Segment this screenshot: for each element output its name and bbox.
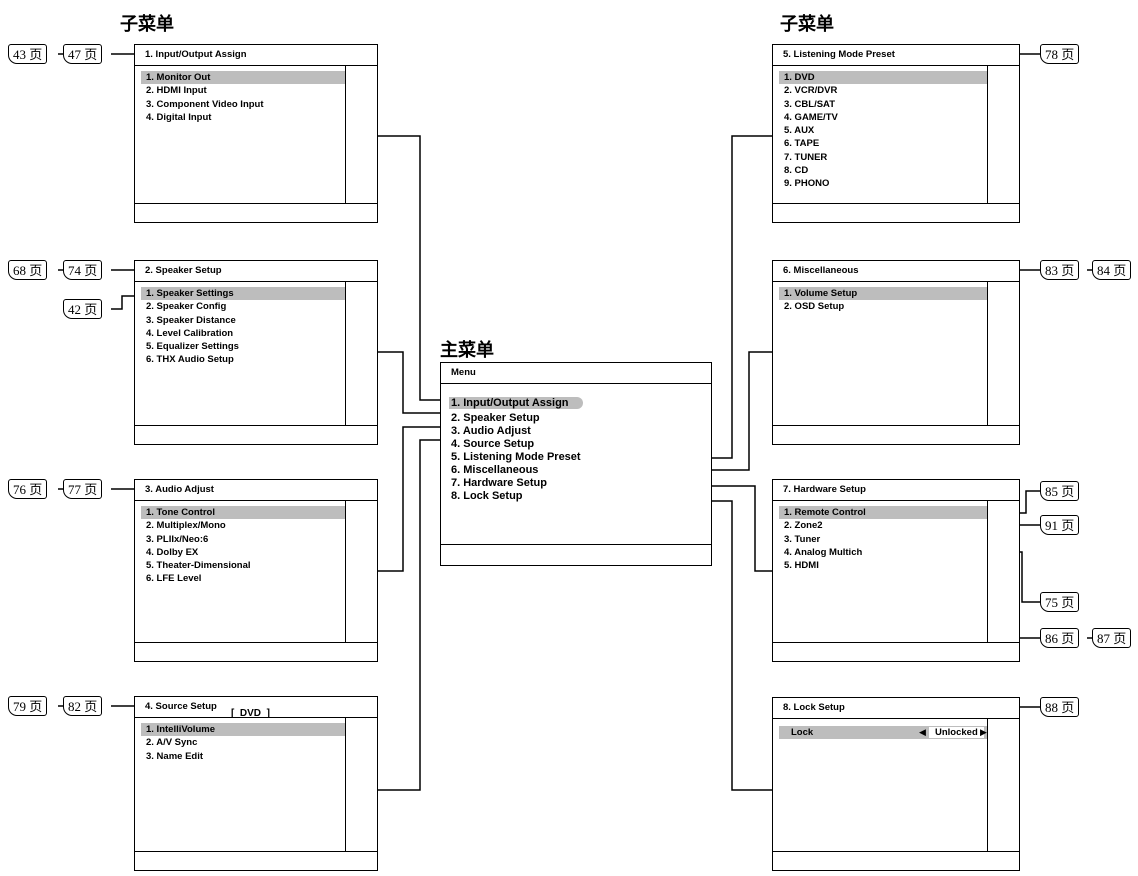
page-ref-badge: 86 页 bbox=[1040, 628, 1080, 648]
list-item[interactable]: 2. Speaker Config bbox=[146, 301, 227, 313]
page-ref-badge: 91 页 bbox=[1040, 515, 1080, 535]
list-item[interactable]: 2. Zone2 bbox=[784, 520, 823, 532]
list-item[interactable]: 5. HDMI bbox=[784, 560, 819, 572]
page-ref-badge: 78 页 bbox=[1040, 44, 1080, 64]
submenu-heading-right: 子菜单 bbox=[780, 14, 834, 34]
lock-row[interactable]: Lock ◀ Unlocked ▶ bbox=[779, 726, 987, 739]
arrow-left-icon[interactable]: ◀ bbox=[919, 727, 926, 737]
list-item[interactable]: 5. Theater-Dimensional bbox=[146, 560, 251, 572]
page-ref-badge: 85 页 bbox=[1040, 481, 1080, 501]
panel-title: 7. Hardware Setup bbox=[783, 484, 869, 495]
page-ref-badge: 87 页 bbox=[1092, 628, 1132, 648]
panel-miscellaneous: 6. Miscellaneous 1. Volume Setup 2. OSD … bbox=[772, 260, 1020, 445]
page-ref-badge: 83 页 bbox=[1040, 260, 1080, 280]
list-item[interactable]: 7. TUNER bbox=[784, 151, 828, 163]
main-menu-item[interactable]: 5. Listening Mode Preset bbox=[451, 451, 581, 463]
list-item[interactable]: 3. Component Video Input bbox=[146, 98, 264, 110]
panel-title: 3. Audio Adjust bbox=[145, 484, 217, 495]
list-item[interactable]: 2. Multiplex/Mono bbox=[146, 520, 226, 532]
page-ref-badge: 84 页 bbox=[1092, 260, 1132, 280]
list-item[interactable]: 1. Volume Setup bbox=[779, 287, 987, 301]
list-item[interactable]: 2. OSD Setup bbox=[784, 301, 845, 313]
page-ref-badge: 47 页 bbox=[63, 44, 103, 64]
list-item[interactable]: 1. Speaker Settings bbox=[141, 287, 345, 301]
main-menu-panel: Menu 1. Input/Output Assign 2. Speaker S… bbox=[440, 362, 712, 566]
page-ref-badge: 43 页 bbox=[8, 44, 48, 64]
main-menu-item[interactable]: 4. Source Setup bbox=[451, 438, 535, 450]
list-item[interactable]: 6. LFE Level bbox=[146, 573, 202, 585]
page-ref-badge: 77 页 bbox=[63, 479, 103, 499]
panel-title: 4. Source Setup bbox=[145, 701, 220, 712]
main-menu-item[interactable]: 7. Hardware Setup bbox=[451, 477, 547, 489]
lock-value: Unlocked bbox=[929, 727, 984, 738]
list-item[interactable]: 2. HDMI Input bbox=[146, 85, 207, 97]
panel-hardware-setup: 7. Hardware Setup 1. Remote Control 2. Z… bbox=[772, 479, 1020, 662]
list-item[interactable]: 3. Tuner bbox=[784, 533, 821, 545]
arrow-right-icon[interactable]: ▶ bbox=[980, 727, 987, 737]
list-item[interactable]: 6. TAPE bbox=[784, 138, 820, 150]
list-item[interactable]: 8. CD bbox=[784, 165, 809, 177]
panel-audio-adjust: 3. Audio Adjust 1. Tone Control 2. Multi… bbox=[134, 479, 378, 662]
list-item[interactable]: 4. Level Calibration bbox=[146, 327, 234, 339]
panel-listening-mode-preset: 5. Listening Mode Preset 1. DVD 2. VCR/D… bbox=[772, 44, 1020, 223]
panel-title: 6. Miscellaneous bbox=[783, 265, 862, 276]
panel-lock-setup: 8. Lock Setup Lock ◀ Unlocked ▶ bbox=[772, 697, 1020, 871]
main-menu-title: Menu bbox=[451, 367, 479, 378]
panel-input-output-assign: 1. Input/Output Assign 1. Monitor Out 2.… bbox=[134, 44, 378, 223]
list-item[interactable]: 1. DVD bbox=[779, 71, 987, 85]
panel-title: 8. Lock Setup bbox=[783, 702, 848, 713]
page-ref-badge: 82 页 bbox=[63, 696, 103, 716]
list-item[interactable]: 4. Analog Multich bbox=[784, 546, 863, 558]
list-item[interactable]: 4. Digital Input bbox=[146, 111, 212, 123]
main-menu-item[interactable]: 1. Input/Output Assign bbox=[449, 397, 583, 409]
main-menu-item[interactable]: 3. Audio Adjust bbox=[451, 425, 531, 437]
main-menu-item[interactable]: 8. Lock Setup bbox=[451, 490, 523, 502]
panel-title: 5. Listening Mode Preset bbox=[783, 49, 898, 60]
main-menu-heading: 主菜单 bbox=[440, 340, 494, 360]
list-item[interactable]: 4. GAME/TV bbox=[784, 111, 838, 123]
panel-source-setup: 4. Source Setup [ DVD ] 1. IntelliVolume… bbox=[134, 696, 378, 871]
list-item[interactable]: 9. PHONO bbox=[784, 178, 830, 190]
list-item[interactable]: 4. Dolby EX bbox=[146, 546, 199, 558]
list-item[interactable]: 2. A/V Sync bbox=[146, 737, 198, 749]
page-ref-badge: 74 页 bbox=[63, 260, 103, 280]
list-item[interactable]: 1. Remote Control bbox=[779, 506, 987, 520]
source-selector[interactable]: [ DVD ] bbox=[231, 708, 270, 719]
list-item[interactable]: 1. Monitor Out bbox=[141, 71, 345, 85]
page-ref-badge: 88 页 bbox=[1040, 697, 1080, 717]
panel-title: 2. Speaker Setup bbox=[145, 265, 225, 276]
source-selector-value: DVD bbox=[239, 708, 262, 719]
panel-title: 1. Input/Output Assign bbox=[145, 49, 250, 60]
list-item[interactable]: 3. PLIIx/Neo:6 bbox=[146, 533, 209, 545]
list-item[interactable]: 1. Tone Control bbox=[141, 506, 345, 520]
list-item[interactable]: 6. THX Audio Setup bbox=[146, 354, 234, 366]
list-item[interactable]: 1. IntelliVolume bbox=[141, 723, 345, 737]
page-ref-badge: 76 页 bbox=[8, 479, 48, 499]
page-ref-badge: 42 页 bbox=[63, 299, 103, 319]
page-ref-badge: 79 页 bbox=[8, 696, 48, 716]
list-item[interactable]: 5. AUX bbox=[784, 125, 815, 137]
page-ref-badge: 75 页 bbox=[1040, 592, 1080, 612]
submenu-heading-left: 子菜单 bbox=[120, 14, 174, 34]
list-item[interactable]: 3. Speaker Distance bbox=[146, 314, 236, 326]
list-item[interactable]: 3. Name Edit bbox=[146, 750, 204, 762]
main-menu-item[interactable]: 2. Speaker Setup bbox=[451, 412, 540, 424]
list-item[interactable]: 2. VCR/DVR bbox=[784, 85, 838, 97]
main-menu-item[interactable]: 6. Miscellaneous bbox=[451, 464, 539, 476]
list-item[interactable]: 3. CBL/SAT bbox=[784, 98, 836, 110]
list-item[interactable]: 5. Equalizer Settings bbox=[146, 341, 239, 353]
panel-speaker-setup: 2. Speaker Setup 1. Speaker Settings 2. … bbox=[134, 260, 378, 445]
page-ref-badge: 68 页 bbox=[8, 260, 48, 280]
lock-label: Lock bbox=[791, 727, 814, 738]
